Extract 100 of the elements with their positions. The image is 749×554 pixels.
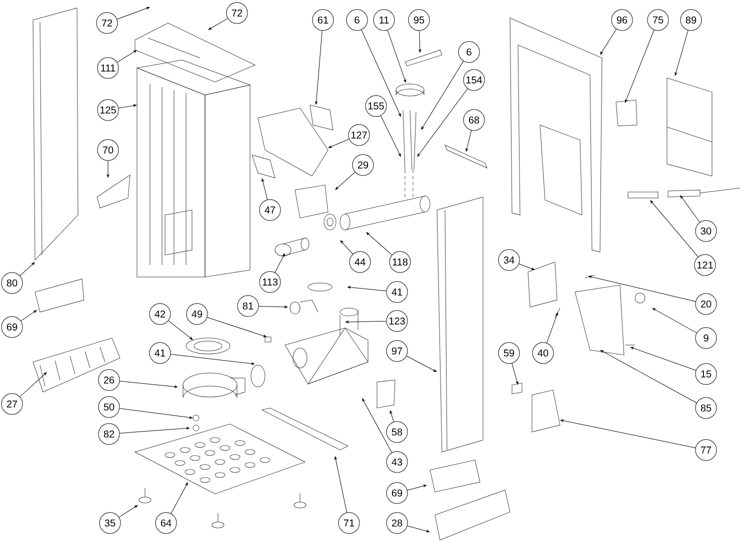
leader-line — [600, 350, 697, 404]
leader-line — [168, 320, 193, 340]
callout-number: 11 — [373, 9, 395, 31]
leader-line — [390, 410, 394, 422]
leader-line — [546, 312, 558, 344]
callout-number: 125 — [97, 99, 119, 121]
callout-number: 69 — [386, 482, 408, 504]
leader-line — [650, 200, 698, 258]
callout-number: 70 — [97, 139, 119, 161]
leader-line — [274, 253, 285, 273]
callout-number: 29 — [352, 154, 374, 176]
leader-line — [380, 115, 401, 157]
leader-line — [362, 398, 392, 453]
leader-line — [116, 6, 150, 20]
leader-line — [170, 482, 188, 514]
leader-line — [387, 30, 406, 83]
callout-number: 154 — [463, 69, 485, 91]
callout-number: 77 — [695, 439, 717, 461]
callout-number: 95 — [408, 9, 430, 31]
leader-line — [20, 310, 37, 322]
callout-number: 49 — [186, 303, 208, 325]
callout-number: 30 — [695, 220, 717, 242]
callout-number: 69 — [1, 316, 23, 338]
callout-number: 41 — [386, 281, 408, 303]
leader-line — [512, 363, 518, 385]
callout-number: 50 — [98, 396, 120, 418]
callout-number: 47 — [259, 199, 281, 221]
leader-line — [625, 30, 654, 103]
leader-line — [407, 484, 427, 490]
callout-number: 6 — [346, 9, 368, 31]
leader-line — [345, 320, 386, 324]
leader-line — [466, 130, 472, 152]
leader-line — [421, 60, 464, 130]
callout-number: 72 — [226, 2, 248, 24]
callout-number: 35 — [99, 512, 121, 534]
leader-line — [119, 427, 190, 434]
leader-line — [334, 456, 348, 513]
leader-line — [361, 30, 401, 117]
leader-line — [20, 372, 47, 397]
leader-line — [206, 317, 267, 338]
leader-line — [366, 232, 392, 256]
callout-number: 6 — [458, 41, 480, 63]
callout-number: 58 — [386, 421, 408, 443]
callout-number: 127 — [348, 124, 370, 146]
leader-line — [258, 306, 288, 308]
callout-number: 97 — [386, 340, 408, 362]
callout-number: 9 — [695, 327, 717, 349]
callout-number: 80 — [1, 272, 23, 294]
callout-number: 111 — [97, 57, 119, 79]
leader-line — [118, 505, 138, 518]
callout-number: 75 — [647, 9, 669, 31]
leader-line — [630, 346, 696, 371]
leader-line — [116, 50, 137, 63]
leader-line — [560, 419, 696, 448]
leader-line — [315, 30, 322, 105]
callout-number: 43 — [386, 451, 408, 473]
callout-number: 82 — [98, 423, 120, 445]
leader-line — [652, 308, 697, 334]
leader-line — [674, 30, 688, 76]
callout-number: 44 — [349, 251, 371, 273]
leader-line — [407, 526, 430, 532]
callout-number: 96 — [611, 9, 633, 31]
leader-line — [406, 356, 437, 372]
callout-number: 41 — [149, 342, 171, 364]
callout-number: 61 — [312, 9, 334, 31]
callout-number: 72 — [96, 12, 118, 34]
leader-line — [340, 240, 354, 254]
leader-line — [418, 30, 422, 53]
callout-number: 20 — [695, 293, 717, 315]
callout-number: 118 — [389, 251, 411, 273]
callout-number: 68 — [463, 109, 485, 131]
leader-line — [119, 380, 178, 388]
callout-number: 85 — [695, 397, 717, 419]
leader-line — [680, 195, 700, 223]
leader-line — [262, 178, 268, 200]
callout-number: 71 — [338, 512, 360, 534]
leader-line — [518, 264, 535, 270]
callout-number: 34 — [498, 249, 520, 271]
callout-number: 121 — [694, 254, 716, 276]
leader-line — [106, 160, 110, 178]
leader-line — [208, 18, 228, 30]
callout-number: 155 — [365, 95, 387, 117]
callout-number: 40 — [532, 342, 554, 364]
leader-line — [335, 172, 356, 190]
leader-line — [20, 262, 35, 276]
callout-number: 123 — [386, 310, 408, 332]
callout-number: 81 — [237, 295, 259, 317]
leader-line — [600, 28, 617, 55]
callout-number: 26 — [98, 369, 120, 391]
callout-number: 27 — [1, 393, 23, 415]
leader-line — [119, 408, 193, 419]
callout-number: 15 — [695, 363, 717, 385]
callout-number: 113 — [259, 271, 281, 293]
leader-line — [588, 276, 696, 302]
callout-number: 89 — [680, 9, 702, 31]
leader-line — [170, 354, 255, 365]
leader-line — [347, 286, 387, 292]
callout-number: 64 — [155, 512, 177, 534]
leader-line — [417, 88, 468, 157]
leader-line — [118, 104, 137, 108]
